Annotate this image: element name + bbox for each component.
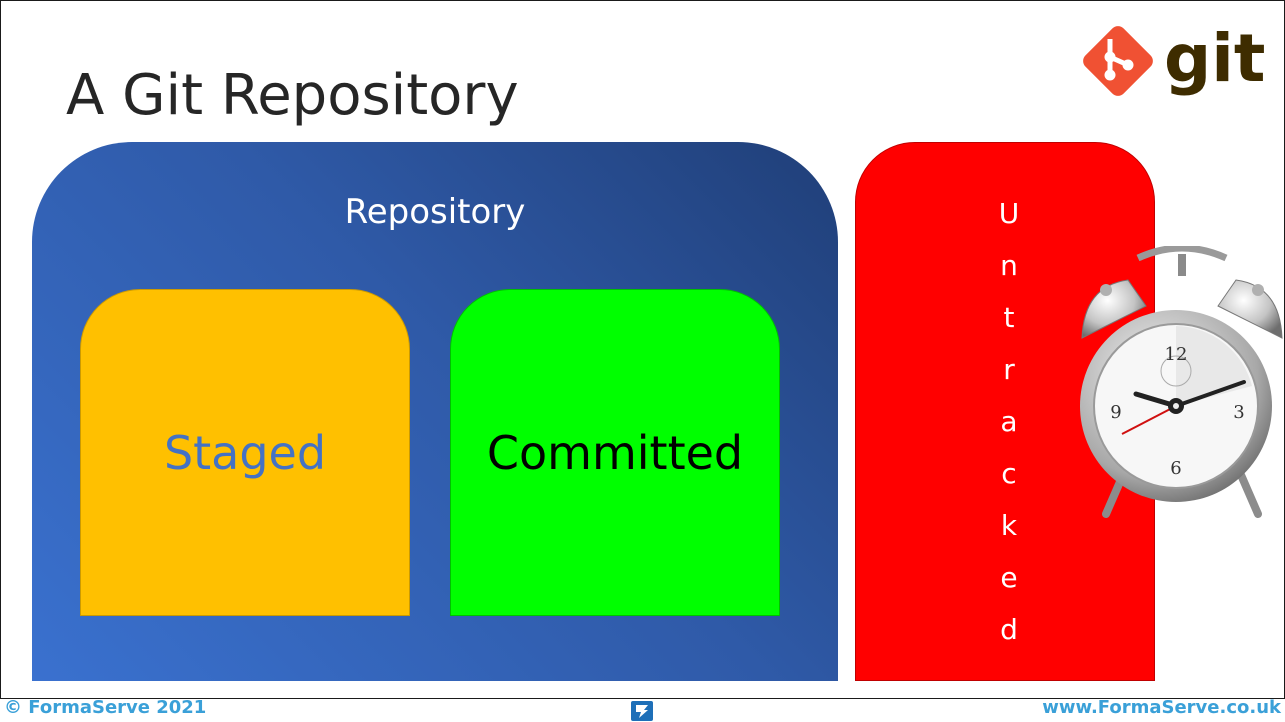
- committed-box: Committed: [450, 289, 780, 616]
- untracked-letter: k: [1000, 509, 1018, 542]
- committed-label: Committed: [486, 425, 744, 480]
- untracked-label: U n t r a c k e d: [994, 188, 1024, 656]
- git-logo-text: git: [1164, 20, 1265, 97]
- clock-numeral-3: 3: [1233, 402, 1244, 423]
- staged-box: Staged: [80, 289, 410, 616]
- untracked-letter: r: [1003, 353, 1015, 386]
- staged-label: Staged: [163, 425, 327, 480]
- clock-numeral-12: 12: [1165, 344, 1188, 365]
- slide: A Git Repository git Repository Staged C…: [0, 0, 1285, 699]
- repository-area: Repository Staged Committed: [32, 142, 838, 681]
- untracked-letter: a: [1000, 405, 1018, 438]
- footer-copyright: © FormaServe 2021: [4, 697, 207, 718]
- alarm-clock-icon: 12 3 6 9: [1080, 246, 1283, 518]
- untracked-letter: t: [1003, 301, 1015, 334]
- clock-numeral-9: 9: [1110, 402, 1121, 423]
- formaserve-logo-icon: [631, 701, 653, 721]
- clock-numeral-6: 6: [1170, 458, 1181, 479]
- untracked-letter: c: [1001, 457, 1017, 490]
- slide-title: A Git Repository: [66, 63, 519, 128]
- untracked-letter: e: [1000, 561, 1018, 594]
- untracked-letter: U: [998, 197, 1020, 230]
- git-logo-icon: git: [1083, 20, 1265, 97]
- untracked-letter: n: [1000, 249, 1018, 282]
- untracked-letter: d: [1000, 613, 1018, 646]
- repository-label: Repository: [344, 192, 526, 232]
- footer-website[interactable]: www.FormaServe.co.uk: [1042, 697, 1281, 718]
